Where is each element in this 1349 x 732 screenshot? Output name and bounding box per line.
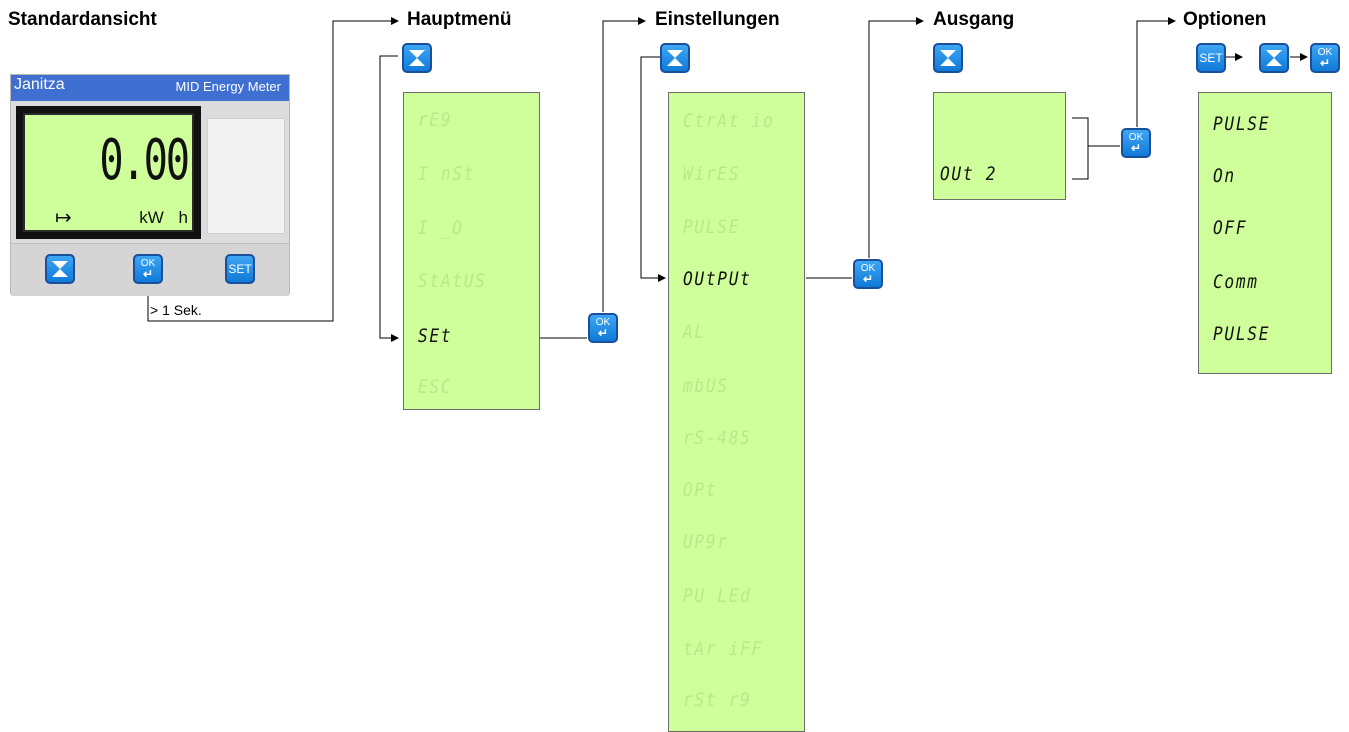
ok-button-label: OK — [1317, 47, 1333, 58]
settings-item-ctratio[interactable]: CtrAt io — [683, 110, 775, 132]
output-ok-button[interactable]: OK ↵ — [1121, 128, 1151, 158]
device-screen-frame: 0.00 ↦ kW h — [16, 106, 201, 239]
menu-item-reg[interactable]: rE9 — [418, 109, 453, 131]
settings-item-pulse[interactable]: PULSE — [683, 216, 741, 238]
settings-item-output[interactable]: OUtPUt — [683, 268, 752, 290]
option-item-off[interactable]: OFF — [1213, 217, 1248, 239]
hold-duration-label: > 1 Sek. — [150, 302, 202, 318]
settings-item-al[interactable]: AL — [683, 321, 706, 343]
connector-output-bracket — [1072, 117, 1120, 180]
heading-main-menu: Hauptmenü — [407, 9, 512, 30]
connector-ok-to-output — [868, 17, 924, 258]
settings-item-wires[interactable]: WirES — [683, 163, 741, 185]
settings-item-rstrg[interactable]: rSt r9 — [683, 689, 752, 711]
menu-item-set[interactable]: SEt — [418, 325, 453, 347]
device-lcd-screen: 0.00 ↦ kW h — [23, 113, 194, 232]
device-down-button[interactable] — [45, 254, 75, 284]
enter-arrow-icon: ↵ — [1319, 56, 1331, 70]
ok-button-label: OK — [860, 263, 876, 274]
connector-device-to-main-menu — [147, 17, 399, 322]
option-item-on[interactable]: On — [1213, 165, 1236, 187]
ok-button-label: OK — [595, 317, 611, 328]
device-button-bar: OK ↵ SET — [11, 243, 289, 296]
menu-item-esc[interactable]: ESC — [418, 376, 453, 398]
settings-item-rs485[interactable]: rS-485 — [683, 427, 752, 449]
menu-item-status[interactable]: StAtUS — [418, 270, 487, 292]
menu-item-io[interactable]: I _O — [418, 217, 464, 239]
set-button-label: SET — [1199, 51, 1223, 65]
enter-arrow-icon: ↵ — [862, 272, 874, 286]
main-menu-down-button[interactable] — [402, 43, 432, 73]
settings-ok-button[interactable]: OK ↵ — [853, 259, 883, 289]
output-down-button[interactable] — [933, 43, 963, 73]
settings-down-button[interactable] — [660, 43, 690, 73]
settings-item-upgr[interactable]: UP9r — [683, 531, 729, 553]
heading-output: Ausgang — [933, 9, 1015, 30]
option-item-pulse-2[interactable]: PULSE — [1213, 323, 1271, 345]
option-item-pulse[interactable]: PULSE — [1213, 113, 1271, 135]
ok-button-label: OK — [140, 258, 156, 269]
heading-options: Optionen — [1183, 9, 1267, 30]
hourglass-down-icon — [52, 261, 68, 277]
display-value: 0.00 — [99, 128, 191, 193]
heading-standard-view: Standardansicht — [8, 9, 157, 30]
device-header: Janitza MID Energy Meter — [11, 75, 289, 101]
connector-ok-to-options — [1136, 17, 1176, 127]
energy-meter-device: Janitza MID Energy Meter 0.00 ↦ kW h OK … — [10, 74, 290, 296]
settings-item-mbus[interactable]: mbUS — [683, 375, 729, 397]
device-set-button[interactable]: SET — [225, 254, 255, 284]
option-item-comm[interactable]: Comm — [1213, 271, 1259, 293]
output-value[interactable]: OUt 2 — [940, 163, 998, 185]
hourglass-down-icon — [940, 50, 956, 66]
options-down-button[interactable] — [1259, 43, 1289, 73]
display-arrow-icon: ↦ — [55, 207, 72, 229]
heading-settings: Einstellungen — [655, 9, 780, 30]
output-lcd: OUt 2 — [933, 92, 1066, 200]
connector-ok-to-settings — [602, 17, 646, 312]
device-side-panel — [207, 118, 285, 234]
settings-item-puled[interactable]: PU LEd — [683, 585, 752, 607]
connector-settings-bracket — [640, 56, 666, 282]
set-button-label: SET — [228, 262, 252, 276]
device-brand: Janitza — [14, 76, 65, 93]
ok-button-label: OK — [1128, 132, 1144, 143]
device-ok-button[interactable]: OK ↵ — [133, 254, 163, 284]
settings-item-opt[interactable]: OPt — [683, 479, 718, 501]
options-ok-button[interactable]: OK ↵ — [1310, 43, 1340, 73]
options-lcd: PULSE On OFF Comm PULSE — [1198, 92, 1332, 374]
enter-arrow-icon: ↵ — [1130, 141, 1142, 155]
hourglass-down-icon — [409, 50, 425, 66]
main-menu-ok-button[interactable]: OK ↵ — [588, 313, 618, 343]
connector-main-menu-bracket — [379, 55, 399, 342]
enter-arrow-icon: ↵ — [597, 326, 609, 340]
menu-item-inst[interactable]: I nSt — [418, 163, 476, 185]
settings-item-tariff[interactable]: tAr iFF — [683, 638, 763, 660]
main-menu-lcd: rE9 I nSt I _O StAtUS SEt ESC — [403, 92, 540, 410]
display-unit: kW h — [139, 208, 188, 227]
hourglass-down-icon — [667, 50, 683, 66]
hourglass-down-icon — [1266, 50, 1282, 66]
options-set-button[interactable]: SET — [1196, 43, 1226, 73]
enter-arrow-icon: ↵ — [142, 267, 154, 281]
device-model: MID Energy Meter — [175, 79, 281, 94]
settings-menu-lcd: CtrAt io WirES PULSE OUtPUt AL mbUS rS-4… — [668, 92, 805, 732]
